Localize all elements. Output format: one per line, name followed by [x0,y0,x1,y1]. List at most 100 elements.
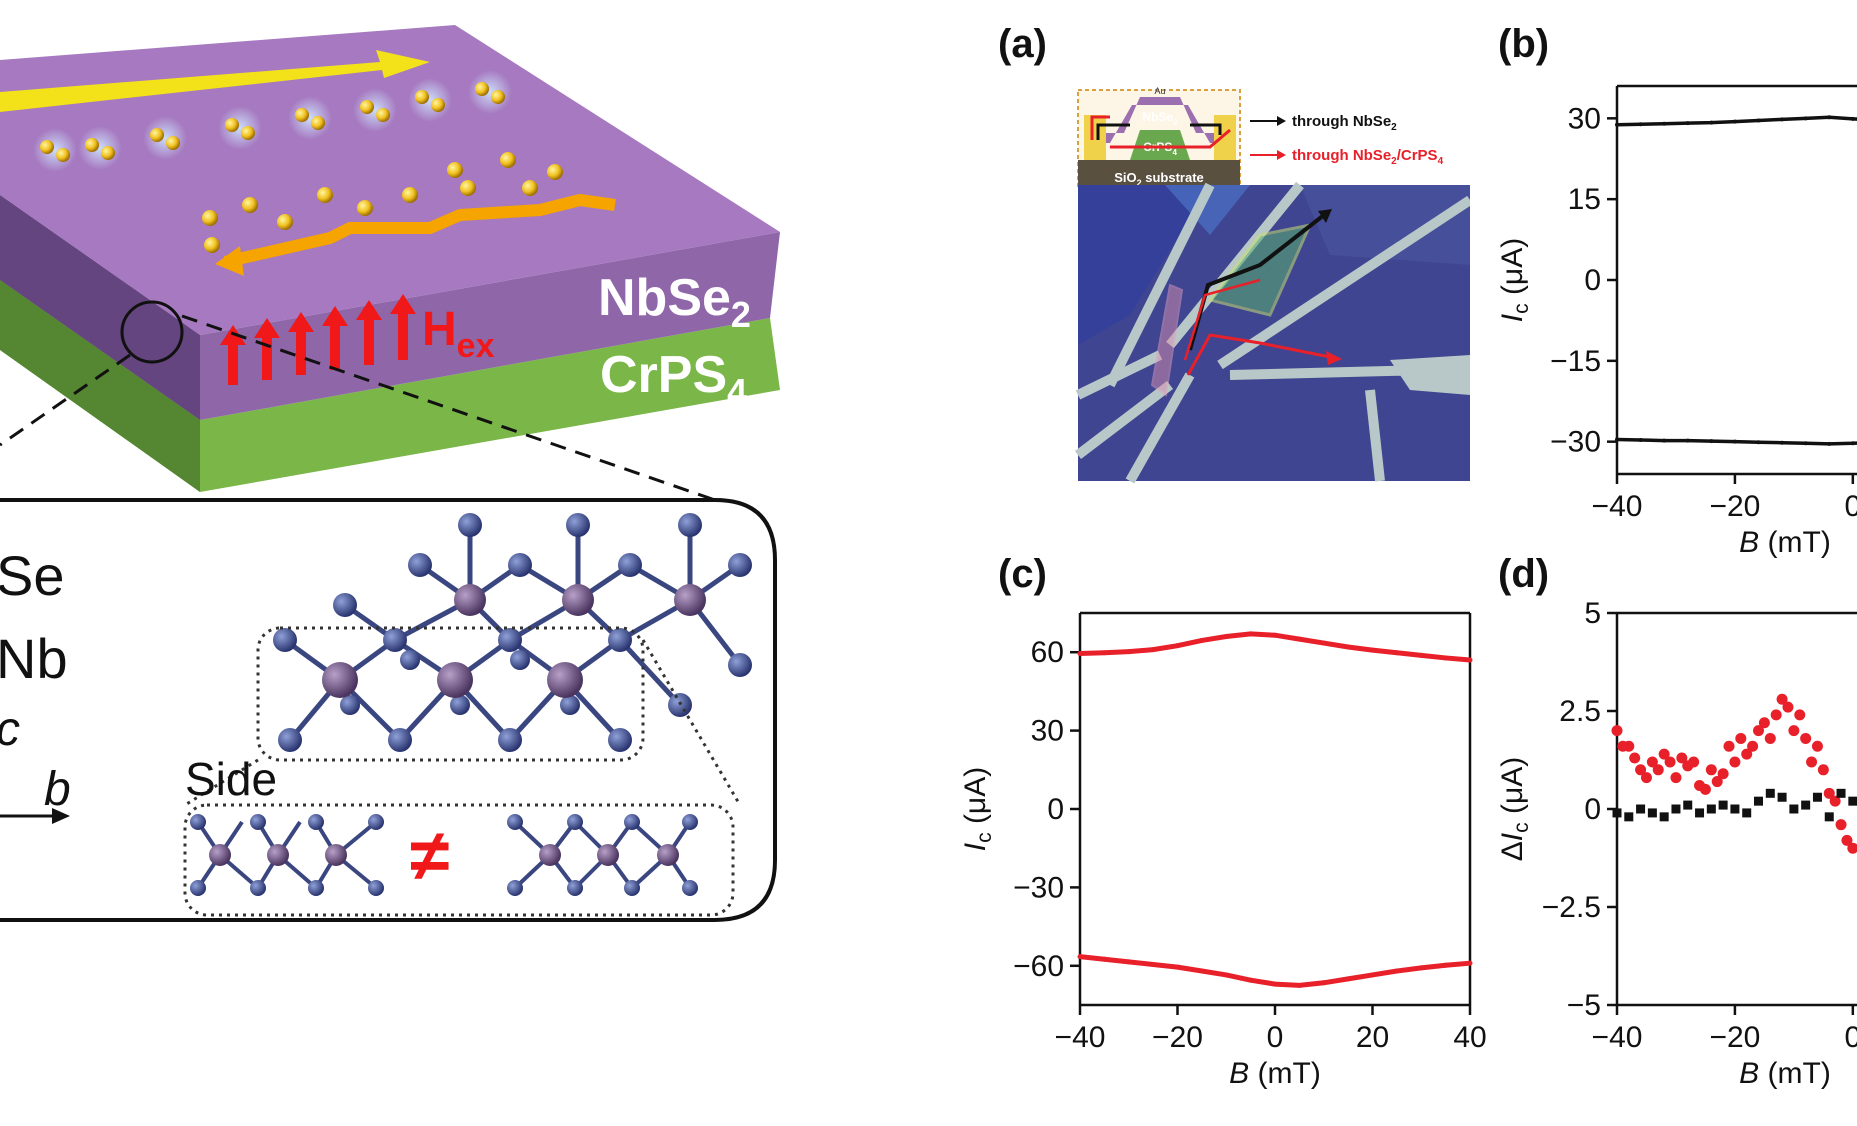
chart-c-point [1296,636,1302,642]
chart-d-point-circle [1817,764,1829,776]
chart-d-ylabel: ΔIc (μA) [1496,757,1533,862]
chart-b-xtick-label: 0 [1844,490,1857,523]
chart-d-point-circle [1688,756,1700,768]
chart-d-point-circle [1753,725,1764,737]
chart-b-point [1709,439,1714,444]
chart-d-point-square [1683,800,1693,810]
chart-d-point-circle [1711,776,1723,788]
not-equal-symbol: ≠ [410,816,450,896]
chart-d-point-circle [1640,772,1652,784]
svg-text:Au: Au [1154,86,1165,96]
chart-c-point [1321,980,1327,986]
chart-c-ytick-label: 60 [1031,636,1064,669]
chart-b-ytick-label: −15 [1550,345,1601,378]
chart-c-ytick-label: 30 [1031,715,1064,748]
chart-c-point [1321,640,1327,646]
chart-c-point [1077,954,1083,960]
axis-c-label: c [0,703,20,756]
chart-c-point [1077,651,1083,657]
chart-d-point-circle [1811,740,1823,752]
chart-b-point [1827,115,1832,120]
legend-se: Se [0,544,65,607]
chart-b-series-0-line [1616,115,1857,127]
chart-d-point-circle [1788,725,1800,737]
supercurrent-arrow-zigzag [223,194,616,268]
chart-b-point [1756,440,1761,445]
chart-d-point-circle [1758,717,1770,729]
chart-d-point-square [1671,804,1681,814]
chart-b-point [1615,122,1619,127]
crps4-label: CrPS4 [600,346,747,412]
chart-c-point [1418,652,1424,658]
chart-d-point-circle [1735,732,1747,744]
chart-b-point [1638,438,1643,443]
chart-d-point-circle [1829,795,1841,807]
chart-d-point-circle [1800,732,1812,744]
chart-d-xtick-label: −20 [1709,1021,1760,1054]
legend-red-path: through NbSe2/CrPS4 [1292,147,1444,167]
chart-d-point-circle [1676,752,1688,764]
chart-d-point-square [1777,792,1787,802]
chart-d-point-square [1742,808,1752,818]
chart-b-point [1850,441,1855,446]
chart-b-point [1803,441,1808,446]
chart-d-point-circle [1823,787,1835,799]
supercurrent-arrow-straight [0,50,430,112]
chart-d-point-circle [1747,740,1759,752]
chart-c-point [1223,972,1229,978]
chart-b-point [1803,116,1808,121]
chart-d-point-circle [1782,701,1794,713]
chart-d-point-circle [1658,748,1670,760]
chart-b-point [1685,438,1690,443]
nbse2-label: NbSe2 [598,269,751,335]
side-view-label: Side [185,753,277,805]
chart-d-point-circle [1764,732,1776,744]
optical-micrograph [1074,181,1470,484]
crps4-block [1130,130,1190,160]
chart-d-xtick-label: 0 [1844,1021,1857,1054]
nbse2-block [1100,97,1220,143]
chart-c-point [1418,965,1424,971]
chart-d-point-square [1636,804,1646,814]
chart-d-point-circle [1847,842,1857,854]
cooper-pairs [33,70,512,172]
chart-c-xlabel: B (mT) [1229,1057,1321,1090]
chart-d-point-circle [1670,772,1682,784]
chart-b-point [1662,121,1667,126]
chart-c-point [1370,647,1375,653]
legend-nb: Nb [0,627,68,690]
se-atoms [273,513,752,752]
chart-d-point-circle [1841,834,1853,846]
chart-b-point [1756,118,1761,123]
chart-c-point [1150,961,1156,967]
chart-d-ytick-label: 5 [1584,597,1601,630]
chart-d-point-square [1624,812,1634,822]
chart-b-ytick-label: 0 [1584,264,1601,297]
chart-c-ytick-label: −30 [1013,871,1064,904]
chart-b-point [1780,117,1785,122]
unpaired-electrons [202,152,563,253]
top-view-frame [256,626,645,762]
chart-d-point-circle [1806,756,1818,768]
panel-label-d: (d) [1498,552,1550,596]
exchange-field-label: Hex [422,303,495,365]
chart-d-point-square [1695,808,1705,818]
svg-text:NbSe2: NbSe2 [1142,110,1178,127]
chart-b-point [1732,439,1737,444]
chart-c-xtick-label: 0 [1267,1021,1284,1054]
chart-c-point [1467,960,1473,966]
svg-text:SiO2 substrate: SiO2 substrate [1114,170,1204,188]
chart-c-point [1175,964,1180,970]
side-view-frame [183,803,735,917]
chart-c-point [1370,972,1375,978]
chart-d-point-circle [1770,709,1782,721]
device-panel: SiO2 substrate CrPS4 NbSe2 Au through Nb… [1074,86,1470,484]
chart-c-point [1394,968,1400,974]
chart-d-ytick-label: 0 [1584,793,1601,826]
chart-d-point-square [1730,804,1740,814]
chart-d-point-square [1836,788,1846,798]
chart-c-point [1175,643,1180,649]
chart-d-point-circle [1623,740,1635,752]
chart-c-series-1-line [1079,954,1471,988]
